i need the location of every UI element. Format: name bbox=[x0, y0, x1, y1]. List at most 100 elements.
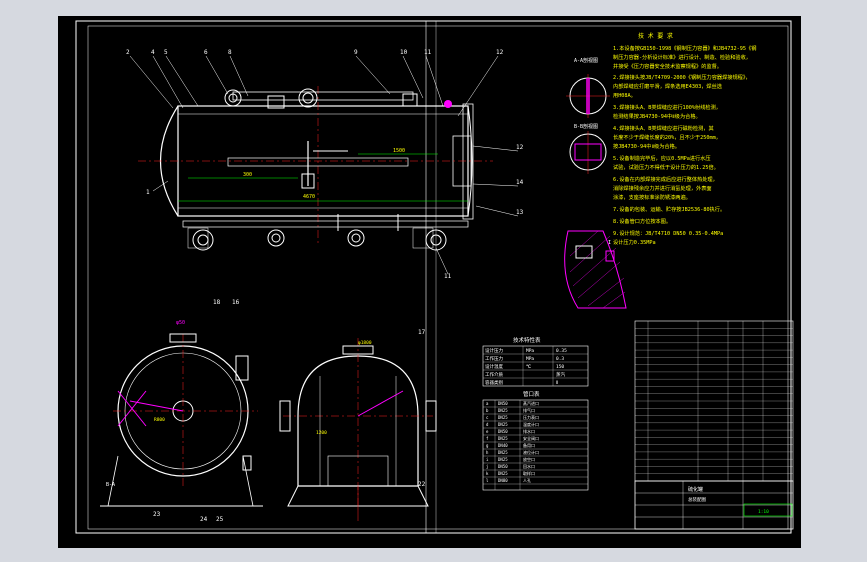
callout-12b: 12 bbox=[516, 144, 524, 151]
svg-text:用H08A。: 用H08A。 bbox=[613, 92, 636, 99]
svg-text:g: g bbox=[486, 443, 489, 448]
svg-text:排气口: 排气口 bbox=[523, 407, 535, 413]
svg-text:0.3: 0.3 bbox=[556, 356, 564, 362]
svg-text:c: c bbox=[486, 415, 489, 420]
svg-text:压力表口: 压力表口 bbox=[523, 414, 539, 420]
svg-text:消除焊接残余应力并进行消氢处理，外表面: 消除焊接残余应力并进行消氢处理，外表面 bbox=[613, 184, 712, 192]
bottom-supports bbox=[182, 214, 469, 251]
tech-req-title: 技 术 要 求 bbox=[638, 32, 673, 40]
callout-17: 17 bbox=[418, 329, 426, 336]
svg-text:取样口: 取样口 bbox=[523, 470, 535, 476]
section-details: A-A剖视图 B-B剖视图 I bbox=[564, 57, 627, 309]
svg-text:长度不少于焊缝长度的20%，且不少于250mm，: 长度不少于焊缝长度的20%，且不少于250mm， bbox=[613, 133, 721, 141]
svg-text:管口表: 管口表 bbox=[523, 390, 540, 398]
svg-text:6.设备在内部焊接完成后应进行整体热处理，: 6.设备在内部焊接完成后应进行整体热处理， bbox=[613, 175, 718, 183]
svg-text:e: e bbox=[486, 429, 489, 434]
svg-text:B-A: B-A bbox=[106, 482, 115, 488]
drawing-scale: 1:10 bbox=[758, 509, 769, 515]
section-bb-label: B-B剖视图 bbox=[574, 123, 598, 130]
svg-text:DN25: DN25 bbox=[498, 450, 508, 455]
svg-text:安全阀口: 安全阀口 bbox=[523, 435, 539, 441]
svg-text:d: d bbox=[486, 422, 489, 427]
svg-text:备用口: 备用口 bbox=[523, 442, 535, 448]
svg-text:温度计口: 温度计口 bbox=[523, 421, 539, 427]
svg-text:排水口: 排水口 bbox=[523, 428, 535, 434]
svg-text:4.焊接接头A、B类焊缝应进行磁粉检测，其: 4.焊接接头A、B类焊缝应进行磁粉检测，其 bbox=[613, 124, 714, 132]
cad-viewport[interactable]: 300 1500 4670 bbox=[58, 16, 801, 548]
magenta-mark bbox=[444, 100, 452, 108]
svg-text:蒸汽: 蒸汽 bbox=[556, 371, 565, 378]
inner-border bbox=[87, 25, 789, 530]
callout-5: 5 bbox=[164, 49, 168, 56]
svg-text:按JB4730-94中Ⅱ级为合格。: 按JB4730-94中Ⅱ级为合格。 bbox=[613, 142, 680, 150]
vessel-flange-right bbox=[467, 105, 473, 217]
shell-section bbox=[297, 355, 419, 487]
svg-text:蒸汽进口: 蒸汽进口 bbox=[523, 400, 539, 406]
drawing-background bbox=[58, 16, 801, 548]
svg-text:a: a bbox=[486, 401, 489, 406]
svg-text:j: j bbox=[486, 464, 488, 469]
callout-4: 4 bbox=[151, 49, 155, 56]
drawing-subtitle: 总装配图 bbox=[688, 496, 706, 503]
svg-text:5.设备制造完毕后，应以0.5MPa进行水压: 5.设备制造完毕后，应以0.5MPa进行水压 bbox=[613, 154, 711, 162]
callout-24: 24 bbox=[200, 516, 208, 523]
svg-text:l: l bbox=[486, 478, 489, 483]
dim-label: 1200 bbox=[316, 430, 327, 436]
drawing-canvas: 300 1500 4670 bbox=[58, 16, 801, 548]
inner-pipe bbox=[227, 157, 409, 167]
svg-text:k: k bbox=[486, 471, 489, 476]
svg-text:300: 300 bbox=[243, 172, 252, 178]
svg-text:0.35: 0.35 bbox=[556, 348, 567, 354]
view-i-label: I bbox=[608, 240, 611, 246]
svg-text:8.设备管口方位按本图。: 8.设备管口方位按本图。 bbox=[613, 217, 671, 225]
svg-text:3.焊接接头A、B类焊缝应进行100%射线检测，: 3.焊接接头A、B类焊缝应进行100%射线检测， bbox=[613, 103, 721, 111]
svg-text:设计温度: 设计温度 bbox=[485, 363, 503, 370]
svg-text:涂漆，支座按标准涂防锈漆两遍。: 涂漆，支座按标准涂防锈漆两遍。 bbox=[613, 193, 691, 201]
svg-text:人孔: 人孔 bbox=[523, 477, 531, 483]
svg-text:DN25: DN25 bbox=[498, 471, 508, 476]
callout-10: 10 bbox=[400, 49, 408, 56]
svg-text:℃: ℃ bbox=[526, 364, 532, 370]
detail-i bbox=[564, 230, 627, 309]
drawing-name: 硫化罐 bbox=[688, 486, 703, 493]
svg-text:MPa: MPa bbox=[526, 356, 534, 362]
section-aa-label: A-A剖视图 bbox=[574, 57, 598, 64]
svg-text:7.设备的包装、运输、贮存按JB2536-80执行。: 7.设备的包装、运输、贮存按JB2536-80执行。 bbox=[613, 205, 725, 213]
svg-text:4670: 4670 bbox=[303, 194, 315, 200]
svg-text:放空口: 放空口 bbox=[523, 456, 535, 462]
callout-numbers: 2 4 5 6 8 9 10 11 12 12 14 13 1 11 18 16… bbox=[126, 49, 524, 523]
svg-text:内部焊缝应打磨平滑，焊条选用E4303，焊丝选: 内部焊缝应打磨平滑，焊条选用E4303，焊丝选 bbox=[613, 82, 722, 90]
callout-13: 13 bbox=[516, 209, 524, 216]
callout-18: 18 bbox=[213, 299, 221, 306]
callout-14: 14 bbox=[516, 179, 524, 186]
svg-text:h: h bbox=[486, 450, 489, 455]
svg-text:i: i bbox=[486, 457, 489, 462]
svg-text:150: 150 bbox=[556, 364, 564, 370]
svg-text:检测结果按JB4730-94中Ⅱ级为合格。: 检测结果按JB4730-94中Ⅱ级为合格。 bbox=[613, 112, 701, 120]
svg-text:试验，试验压力不得低于设计压力的1.25倍。: 试验，试验压力不得低于设计压力的1.25倍。 bbox=[613, 163, 719, 171]
svg-text:回水口: 回水口 bbox=[523, 463, 535, 469]
svg-text:b: b bbox=[486, 408, 489, 413]
end-view-right bbox=[279, 338, 437, 521]
callout-12: 12 bbox=[496, 49, 504, 56]
callout-6: 6 bbox=[204, 49, 208, 56]
svg-text:DN25: DN25 bbox=[498, 436, 508, 441]
callout-9: 9 bbox=[354, 49, 358, 56]
drawing-border bbox=[75, 20, 792, 534]
callout-11: 11 bbox=[424, 49, 432, 56]
svg-text:DN25: DN25 bbox=[498, 457, 508, 462]
svg-text:并接受《压力容器安全技术监察规程》的监督。: 并接受《压力容器安全技术监察规程》的监督。 bbox=[613, 62, 722, 70]
svg-text:f: f bbox=[486, 436, 489, 441]
svg-text:技术特性表: 技术特性表 bbox=[513, 336, 541, 344]
svg-text:容器类别: 容器类别 bbox=[485, 379, 503, 386]
top-pipe bbox=[232, 91, 414, 101]
callout-16: 16 bbox=[232, 299, 240, 306]
svg-text:DN80: DN80 bbox=[498, 478, 508, 483]
main-elevation-view: 300 1500 4670 bbox=[129, 55, 519, 275]
svg-text:设计压力0.35MPa: 设计压力0.35MPa bbox=[613, 238, 656, 246]
svg-text:2.焊接接头按JB/T4709-2000《钢制压力容器焊接规: 2.焊接接头按JB/T4709-2000《钢制压力容器焊接规程》， bbox=[613, 73, 751, 81]
svg-text:DN50: DN50 bbox=[498, 464, 508, 469]
title-block: 硫化罐 总装配图 1:10 bbox=[634, 480, 794, 530]
